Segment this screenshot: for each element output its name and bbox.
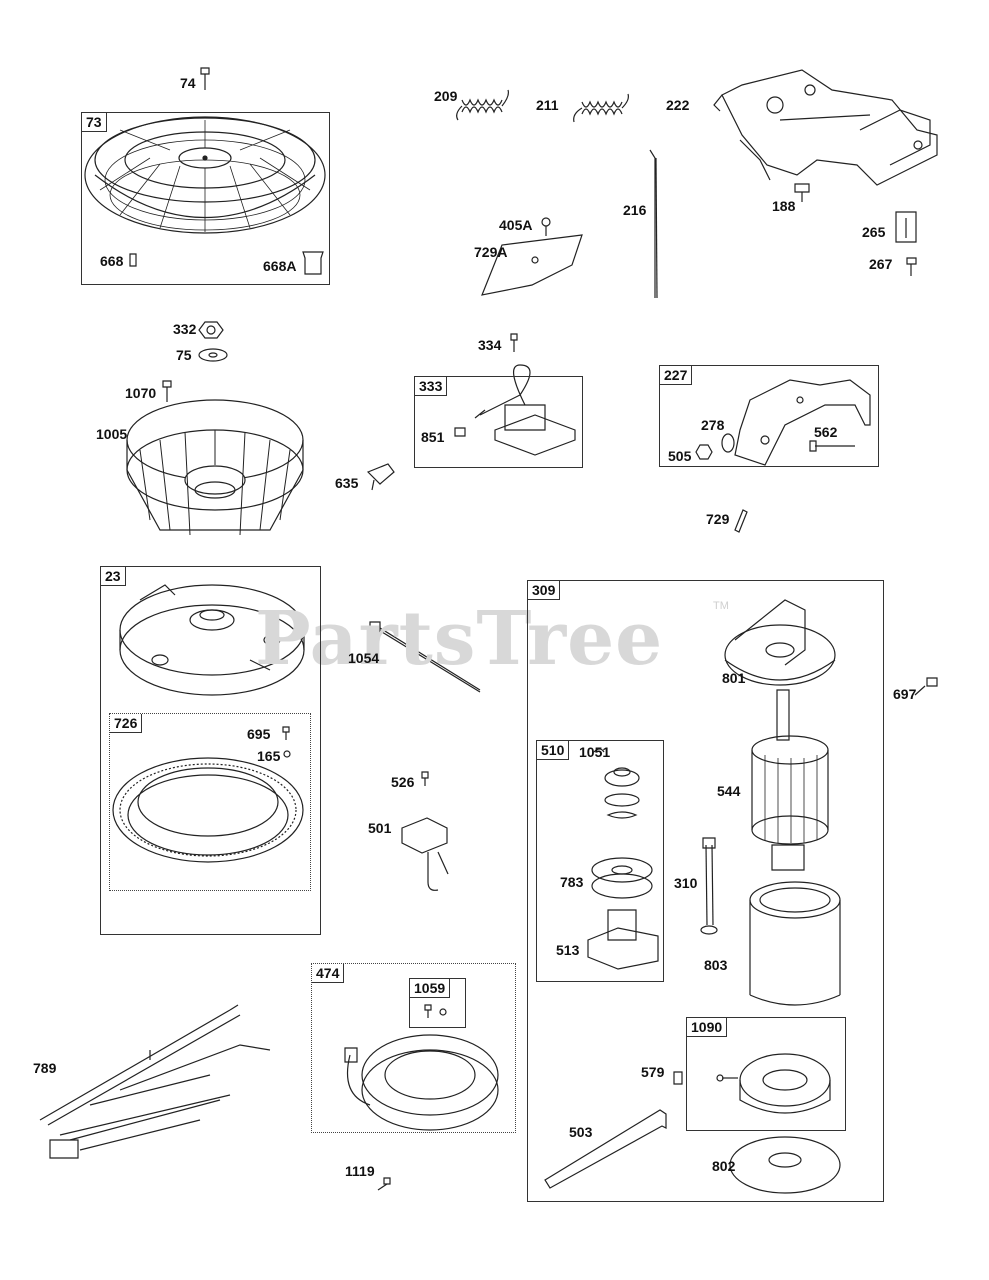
armature-544 <box>752 690 828 870</box>
watermark: PartsTree <box>255 596 664 682</box>
part-label-501: 501 <box>368 820 392 836</box>
plate-729A <box>482 235 582 295</box>
part-label-668A: 668A <box>263 258 297 274</box>
part-label-74: 74 <box>180 75 196 91</box>
box-tag-1059: 1059 <box>410 979 451 998</box>
part-label-267: 267 <box>869 256 893 272</box>
part-label-851: 851 <box>421 429 445 445</box>
part-label-526: 526 <box>391 774 415 790</box>
part-label-579: 579 <box>641 1064 665 1080</box>
part-label-803: 803 <box>704 957 728 973</box>
part-label-562: 562 <box>814 424 838 440</box>
box-1090: 1090 <box>686 1017 846 1131</box>
box-474: 474 <box>311 963 516 1133</box>
box-tag-1090: 1090 <box>687 1018 728 1037</box>
box-309: 309 <box>527 580 884 1202</box>
governor-rod-216 <box>650 150 657 298</box>
box-73: 73 <box>81 112 330 285</box>
part-label-697: 697 <box>893 686 917 702</box>
box-333: 333 <box>414 376 583 468</box>
bracket-227 <box>696 380 870 465</box>
part-label-668: 668 <box>100 253 124 269</box>
spring-209 <box>457 90 509 120</box>
flywheel-23 <box>120 585 304 695</box>
part-label-1070: 1070 <box>125 385 157 401</box>
box-tag-309: 309 <box>528 581 561 600</box>
part-label-1005: 1005 <box>96 426 128 442</box>
part-label-332: 332 <box>173 321 197 337</box>
box-23: 23 <box>100 566 321 935</box>
end-cap-801 <box>725 600 835 685</box>
spring-211 <box>574 94 629 122</box>
part-label-1119: 1119 <box>345 1163 375 1179</box>
part-label-165: 165 <box>257 748 281 764</box>
part-label-505: 505 <box>668 448 692 464</box>
box-tag-333: 333 <box>415 377 448 396</box>
box-tag-474: 474 <box>312 964 345 983</box>
box-726: 726 <box>109 713 311 891</box>
flywheel-1005 <box>127 400 303 535</box>
part-label-211: 211 <box>536 97 559 113</box>
cable-tie-1054 <box>370 622 480 692</box>
part-label-1054: 1054 <box>348 650 380 666</box>
box-tag-73: 73 <box>82 113 107 132</box>
box-tag-726: 726 <box>110 714 143 733</box>
part-label-278: 278 <box>701 417 725 433</box>
box-510: 510 <box>536 740 664 982</box>
strap-503 <box>545 1110 666 1188</box>
part-label-801: 801 <box>722 670 746 686</box>
part-label-544: 544 <box>717 783 741 799</box>
part-label-188: 188 <box>772 198 796 214</box>
part-label-334: 334 <box>478 337 502 353</box>
part-label-310: 310 <box>674 875 698 891</box>
bolt-74 <box>201 68 209 90</box>
part-label-635: 635 <box>335 475 359 491</box>
part-label-695: 695 <box>247 726 271 742</box>
box-227: 227 <box>659 365 879 467</box>
ring-gear-726 <box>113 758 303 862</box>
part-label-75: 75 <box>176 347 192 363</box>
box-tag-23: 23 <box>101 567 126 586</box>
part-label-265: 265 <box>862 224 886 240</box>
watermark-trademark: TM <box>713 600 729 612</box>
module-501 <box>402 818 448 890</box>
part-label-209: 209 <box>434 88 458 104</box>
part-label-222: 222 <box>666 97 690 113</box>
drive-kit-510 <box>588 749 658 969</box>
part-label-1051: 1051 <box>579 744 611 760</box>
stator-474 <box>345 1035 498 1130</box>
part-label-802: 802 <box>712 1158 736 1174</box>
part-label-783: 783 <box>560 874 584 890</box>
housing-803 <box>750 882 840 1005</box>
box-tag-227: 227 <box>660 366 693 385</box>
brush-plate-1090 <box>717 1054 830 1113</box>
part-label-729: 729 <box>706 511 730 527</box>
ignition-coil-333 <box>455 365 575 455</box>
part-label-216: 216 <box>623 202 647 218</box>
part-label-513: 513 <box>556 942 580 958</box>
wire-harness-789 <box>40 1005 270 1158</box>
part-label-729A: 729A <box>474 244 508 260</box>
fan-screen-73 <box>85 117 325 233</box>
part-label-789: 789 <box>33 1060 57 1076</box>
end-plate-802 <box>730 1137 840 1193</box>
box-tag-510: 510 <box>537 741 570 760</box>
governor-control-222 <box>714 70 937 185</box>
box-1059: 1059 <box>409 978 466 1028</box>
part-label-503: 503 <box>569 1124 593 1140</box>
part-label-405A: 405A <box>499 217 533 233</box>
